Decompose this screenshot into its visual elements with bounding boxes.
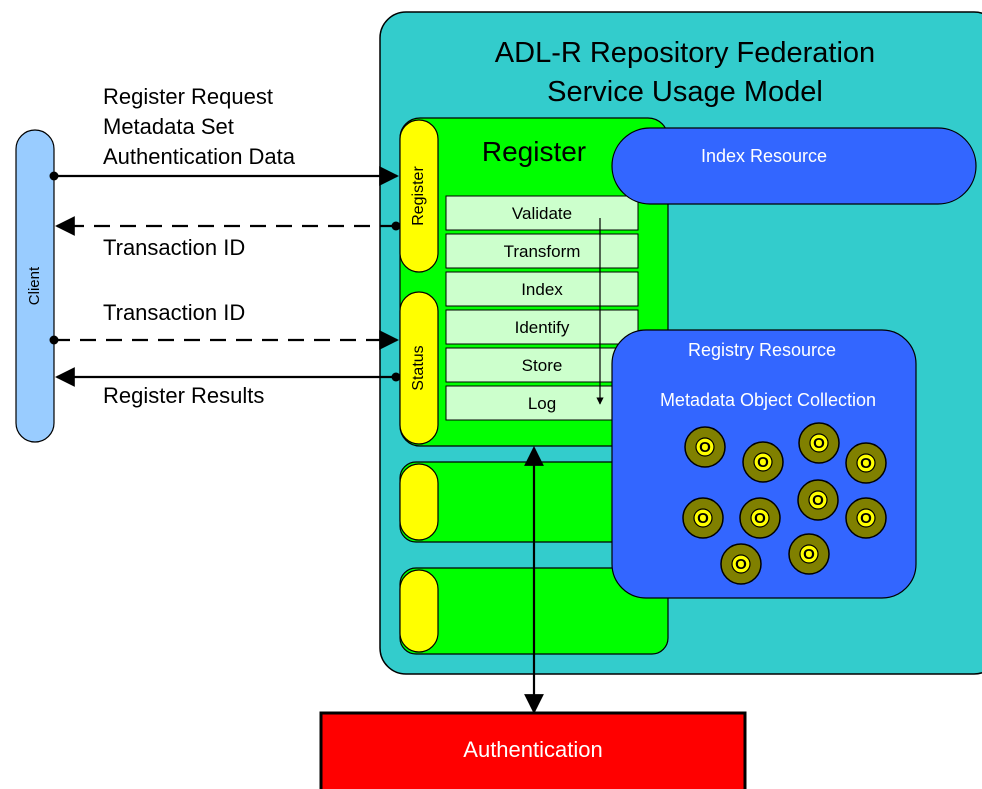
step-identify: Identify [515,318,570,337]
metadata-object-label: O [699,439,711,456]
metadata-object: O [788,533,830,575]
metadata-object: O [682,497,724,539]
register-operation-tab[interactable]: Register [399,119,439,273]
metadata-object-label: O [735,556,747,573]
register-request-label: Register Request [103,84,273,109]
metadata-object: O [845,497,887,539]
metadata-object-label: O [813,435,825,452]
metadata-object: O [845,442,887,484]
step-store: Store [522,356,563,375]
client-label: Client [26,266,43,305]
metadata-object-label: O [860,455,872,472]
step-store-box [445,347,639,383]
metadata-object-label: O [754,510,766,527]
transaction-id-response-label: Transaction ID [103,235,245,260]
register-results-label: Register Results [103,383,264,408]
status-operation-tab[interactable]: Status [399,291,439,445]
authentication-data-label: Authentication Data [103,144,296,169]
step-validate-box [445,195,639,231]
authentication-block[interactable]: Authentication [319,711,747,789]
register-steps: Validate Transform Index Identify Store … [445,195,639,421]
step-index-box [445,271,639,307]
authentication-label: Authentication [463,737,602,762]
service-title-line2: Service Usage Model [547,76,823,108]
register-service-title: Register [482,136,586,167]
register-tab-label: Register [410,166,427,226]
step-log-box [445,385,639,421]
step-transform: Transform [504,242,581,261]
metadata-object: O [720,543,762,585]
metadata-objects: O O O O O O O [682,422,887,585]
metadata-object-label: O [860,510,872,527]
client-lane[interactable]: Client [15,129,55,443]
metadata-collection-label: Metadata Object Collection [660,390,876,410]
metadata-object: O [739,497,781,539]
service-block-2-tab [399,463,439,541]
metadata-object: O [742,441,784,483]
status-tab-label: Status [410,345,427,390]
service-block-3-tab [399,569,439,653]
metadata-object-label: O [812,492,824,509]
step-log: Log [528,394,556,413]
metadata-object-label: O [803,546,815,563]
step-transform-box [445,233,639,269]
metadata-object-label: O [697,510,709,527]
metadata-object: O [684,426,726,468]
step-validate: Validate [512,204,572,223]
step-identify-box [445,309,639,345]
step-index: Index [521,280,563,299]
metadata-object: O [797,479,839,521]
metadata-set-label: Metadata Set [103,114,234,139]
index-resource[interactable]: Index Resource [611,127,977,205]
index-resource-label: Index Resource [701,146,827,166]
registry-resource-label: Registry Resource [688,340,836,360]
metadata-object-label: O [757,454,769,471]
transaction-id-request-label: Transaction ID [103,300,245,325]
metadata-object: O [798,422,840,464]
message-arrows [49,166,401,387]
service-title-line1: ADL-R Repository Federation [495,37,875,69]
